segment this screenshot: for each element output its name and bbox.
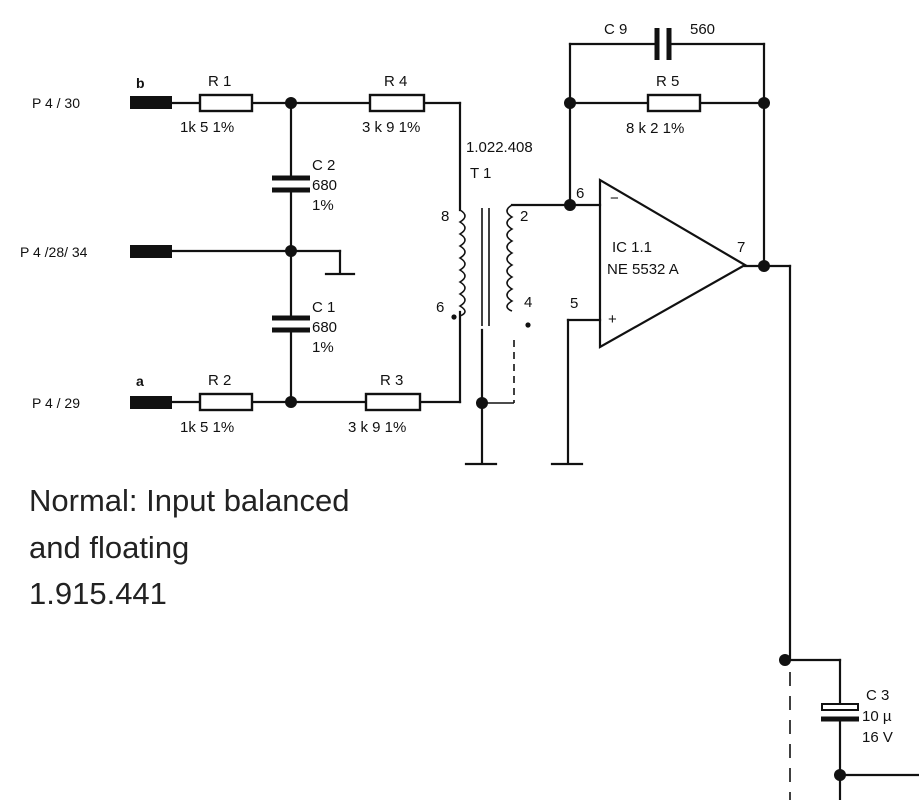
ic1-pin7: 7 (737, 239, 745, 256)
terminal-a (130, 396, 172, 409)
ic1-minus: − (610, 190, 619, 207)
t1-ref: T 1 (470, 165, 491, 182)
r2-ref: R 2 (208, 372, 231, 389)
ic1-ref: IC 1.1 (612, 239, 652, 256)
ic1-pin5: 5 (570, 295, 578, 312)
resistor-r1: R 1 1k 5 1% (180, 73, 254, 136)
c2-tol: 1% (312, 197, 334, 214)
ic1-part: NE 5532 A (607, 261, 679, 278)
r1-value: 1k 5 1% (180, 119, 234, 136)
c3-ref: C 3 (866, 687, 889, 704)
label-a: a (136, 373, 144, 389)
label-p4-28-34: P 4 /28/ 34 (20, 244, 88, 260)
r1-ref: R 1 (208, 73, 231, 90)
t1-pin6: 6 (436, 299, 444, 316)
transformer-t1: 1.022.408 T 1 8 6 2 4 (436, 139, 572, 466)
t1-pin4: 4 (524, 294, 532, 311)
resistor-r4: R 4 3 k 9 1% (362, 73, 426, 136)
resistor-r2: R 2 1k 5 1% (180, 372, 254, 436)
caption-line1: Normal: Input balanced (29, 483, 350, 518)
output-branch (783, 264, 919, 800)
resistor-r5: R 5 8 k 2 1% (626, 73, 702, 137)
capacitor-c2: C 2 680 1% (272, 157, 337, 214)
capacitor-c3: C 3 10 µ 16 V (821, 687, 893, 746)
t1-pin8: 8 (441, 208, 449, 225)
capacitor-c9: C 9 560 (604, 21, 715, 60)
ic1-pin6: 6 (576, 185, 584, 202)
c2-ref: C 2 (312, 157, 335, 174)
wires-ladder (170, 101, 356, 404)
c3-value: 10 µ (862, 708, 892, 725)
c1-ref: C 1 (312, 299, 335, 316)
r5-value: 8 k 2 1% (626, 120, 684, 137)
c9-value: 560 (690, 21, 715, 38)
r5-ref: R 5 (656, 73, 679, 90)
c9-ref: C 9 (604, 21, 627, 38)
r3-ref: R 3 (380, 372, 403, 389)
c1-value: 680 (312, 319, 337, 336)
connector-p4-29: P 4 / 29 a (32, 373, 172, 411)
terminal-b (130, 96, 172, 109)
connector-p4-30: P 4 / 30 b (32, 75, 172, 111)
opamp-ic1-1: − + IC 1.1 NE 5532 A 6 5 7 (550, 178, 748, 466)
r3-value: 3 k 9 1% (348, 419, 406, 436)
label-p4-30: P 4 / 30 (32, 95, 80, 111)
r2-value: 1k 5 1% (180, 419, 234, 436)
r4-ref: R 4 (384, 73, 407, 90)
junction-dots (285, 97, 846, 781)
caption: Normal: Input balanced and floating 1.91… (29, 483, 350, 611)
terminal-ground (130, 245, 172, 258)
c1-tol: 1% (312, 339, 334, 356)
wires-top-branch (170, 101, 462, 212)
wires-bottom-branch (170, 310, 462, 404)
connector-p4-28-34: P 4 /28/ 34 (20, 244, 172, 260)
caption-line2: and floating (29, 530, 189, 565)
label-p4-29: P 4 / 29 (32, 395, 80, 411)
ic1-plus: + (608, 311, 617, 328)
c3-voltage: 16 V (862, 729, 893, 746)
label-b: b (136, 75, 145, 91)
capacitor-c1: C 1 680 1% (272, 299, 337, 356)
resistor-r3: R 3 3 k 9 1% (348, 372, 422, 436)
t1-pin2: 2 (520, 208, 528, 225)
feedback-network (568, 42, 792, 270)
caption-line3: 1.915.441 (29, 576, 167, 611)
t1-part-number: 1.022.408 (466, 139, 533, 156)
c2-value: 680 (312, 177, 337, 194)
r4-value: 3 k 9 1% (362, 119, 420, 136)
